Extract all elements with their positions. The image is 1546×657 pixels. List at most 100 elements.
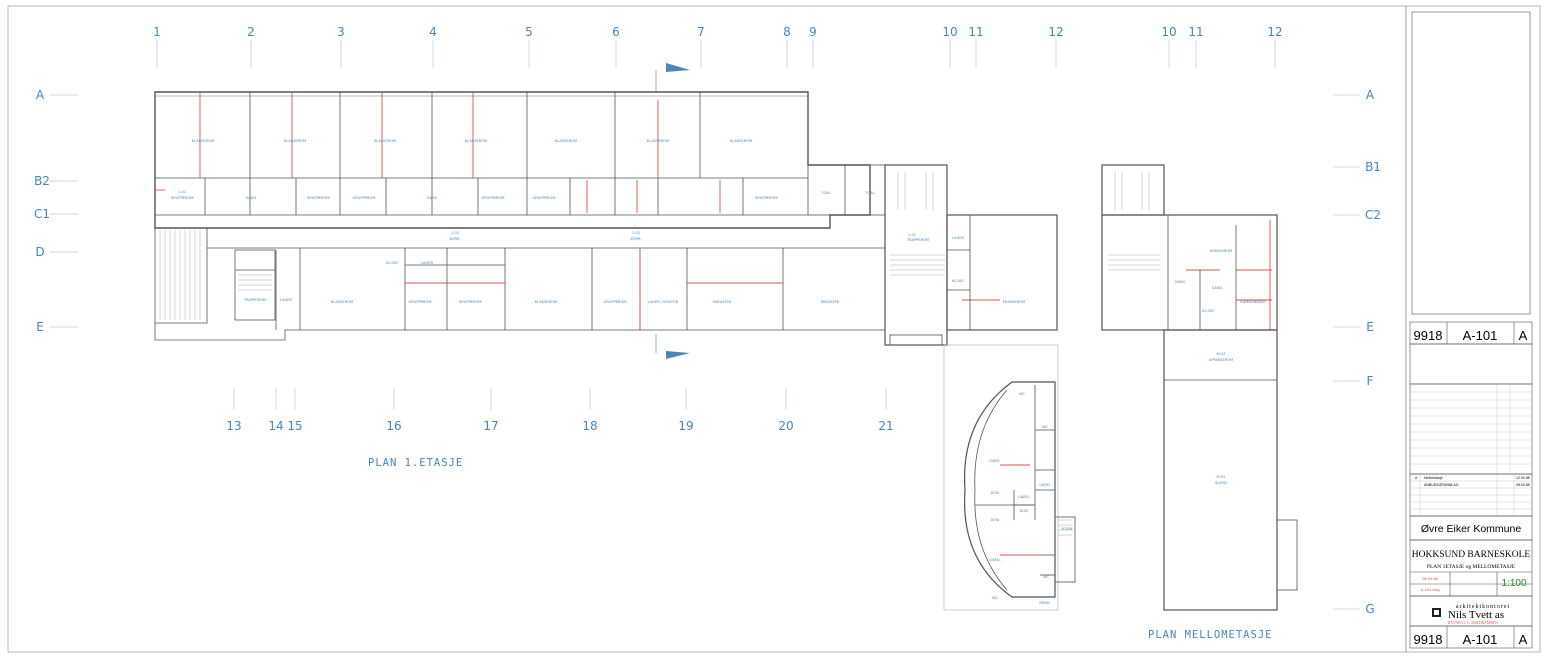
grid-top-6: 6 — [612, 25, 620, 39]
corridor-number: 1-02 — [632, 231, 640, 235]
east-block-plan — [807, 164, 1058, 346]
grid-top-9: 9 — [809, 25, 817, 39]
room-label: GANG — [246, 196, 257, 200]
grid-top-8: 8 — [783, 25, 791, 39]
grupperom-number: 1-01 — [178, 190, 186, 194]
revision-row-1-rev: A — [1415, 476, 1418, 480]
room-label: GANG — [1212, 286, 1223, 290]
room-label: GRUPPEROM — [459, 300, 482, 304]
room-label: LAGER — [952, 236, 965, 240]
firm-prefix: arkitektkontoret — [1456, 604, 1510, 610]
room-label: KJØKKENNISJE — [1240, 299, 1266, 304]
grid-right-g: G — [1365, 602, 1374, 616]
room-label: GRUPPEROM — [171, 196, 194, 200]
room-label: WC — [1043, 575, 1050, 579]
room-label: LAGER — [280, 298, 293, 302]
revision-row-2-text: ANBUDSGRUNNLAG — [1424, 483, 1459, 487]
project-number-footer: 9918 — [1414, 632, 1443, 647]
mezzanine-plan — [1101, 164, 1298, 611]
section-arrow-top — [666, 63, 690, 72]
grid-right-f: F — [1367, 374, 1374, 388]
stage-number: M-05 — [1217, 475, 1226, 479]
room-label: HC-WC — [1202, 309, 1215, 313]
firm-logo: arkitektkontoret Nils Tvett as RÅVNEGT. … — [1432, 604, 1510, 626]
room-label: DUSJ — [991, 491, 1000, 495]
room-label: GARD. — [1018, 495, 1030, 499]
room-label: ØVINGSROM — [1210, 248, 1233, 253]
grid-top-11: 11 — [968, 25, 983, 39]
room-label: KLASSEROM — [647, 139, 669, 143]
room-label: WC — [992, 596, 999, 600]
grid-top-5: 5 — [525, 25, 533, 39]
room-label: KLASSEROM — [284, 139, 306, 143]
drawing-number: A-101 — [1463, 328, 1498, 343]
grid-left-a: A — [36, 88, 45, 102]
room-label: GARD. — [1039, 483, 1051, 487]
revision-letter-footer: A — [1519, 632, 1528, 647]
grid-bottom-14: 14 — [268, 419, 283, 433]
room-label: SLØYD — [1215, 480, 1227, 485]
room-label: KLASSEROM — [465, 139, 487, 143]
room-label: KLASSEROM — [535, 300, 557, 304]
drawing-scale: 1:100 — [1501, 578, 1526, 589]
corridor-label: KORR. — [631, 237, 642, 241]
lower-wing-plan — [943, 344, 1076, 611]
revision-row-2-date: 08.03.98 — [1516, 483, 1530, 487]
room-label: SCENE — [1061, 527, 1074, 531]
stair-number: 1-01 — [908, 233, 916, 237]
drawing-number-footer: A-101 — [1463, 632, 1498, 647]
grid-bottom-16: 16 — [386, 419, 401, 433]
grid-top-10: 10 — [942, 25, 957, 39]
room-label: GRUPPEROM — [353, 196, 376, 200]
grid-top-12: 12 — [1048, 25, 1063, 39]
firm-name: Nils Tvett as — [1448, 609, 1504, 621]
room-label: GRUPPEROM — [409, 300, 432, 304]
room-label: HC-WC — [952, 279, 965, 283]
corridor-label: KORR. — [450, 237, 461, 241]
revision-row-1-date: 12.04.98 — [1516, 476, 1530, 480]
project-name: HOKKSUND BARNESKOLE — [1412, 550, 1531, 560]
grid-bottom-13: 13 — [226, 419, 241, 433]
grid-left-c1: C1 — [34, 207, 50, 221]
room-label: LAGER — [421, 261, 434, 265]
firm-address: RÅVNEGT. 3 , 3044 DRAMMEN — [1448, 620, 1498, 626]
room-label: TRAPPEROM — [906, 238, 929, 242]
drawing-file: A-101.dwg — [1420, 587, 1439, 592]
room-label: TOAL — [820, 191, 830, 195]
grid-top-2: 2 — [247, 25, 255, 39]
room-label: KLASSEROM — [374, 139, 396, 143]
grid-top-10b: 10 — [1161, 25, 1176, 39]
ground-floor-title: PLAN 1.ETASJE — [368, 457, 463, 469]
grid-top-1: 1 — [153, 25, 161, 39]
room-label: GRUPPEROM — [307, 196, 330, 200]
grid-right-a: A — [1366, 88, 1375, 102]
title-block — [1409, 11, 1533, 649]
room-label: GRUPPEROM — [533, 196, 556, 200]
room-label: KLASSEROM — [730, 139, 752, 143]
grid-right-c2: C2 — [1365, 208, 1381, 222]
grid-bottom-20: 20 — [778, 419, 793, 433]
grid-left-d: D — [35, 245, 44, 259]
room-label: MEDIATEK — [821, 300, 840, 304]
room-label: MEDIATEK — [713, 300, 732, 304]
mezzanine-title: PLAN MELLOMETASJE — [1148, 629, 1272, 641]
room-label: APPARATROM — [1209, 358, 1233, 362]
corridor-number: 1-02 — [451, 231, 459, 235]
grid-left-e: E — [36, 320, 44, 334]
room-label: LAGER / KONTOR — [648, 300, 679, 304]
grid-left-b2: B2 — [34, 174, 50, 188]
sheet-border — [7, 5, 1541, 653]
room-label: GARD. — [989, 558, 1001, 562]
grid-right-b1: B1 — [1365, 160, 1381, 174]
project-number: 9918 — [1414, 328, 1443, 343]
grid-top-4: 4 — [429, 25, 437, 39]
grid-bottom-15: 15 — [287, 419, 302, 433]
room-label: GANG — [1175, 280, 1186, 284]
room-label: GANG — [427, 196, 438, 200]
grid-top-11b: 11 — [1188, 25, 1203, 39]
room-label: DUSJ — [1020, 509, 1029, 513]
room-label: TRAPPEROM — [243, 298, 266, 302]
room-label: GARD. — [989, 459, 1001, 463]
grid-top-3: 3 — [337, 25, 345, 39]
